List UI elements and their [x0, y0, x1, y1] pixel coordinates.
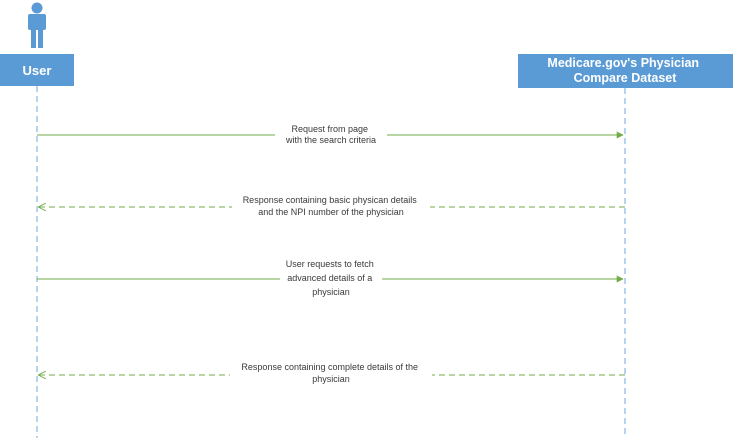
svg-text:Response containing complete d: Response containing complete details of …: [241, 362, 420, 384]
svg-text:Response containing basic phys: Response containing basic physican detai…: [243, 195, 420, 217]
svg-text:Medicare.gov's Physician: Medicare.gov's Physician Compare Dataset: [547, 56, 702, 85]
message-4-label-line-2: physician: [312, 374, 350, 384]
participant-dataset: Medicare.gov's Physician Compare Dataset: [518, 54, 733, 88]
svg-text:Request from page with: Request from page with the search criter…: [285, 124, 376, 145]
message-3-label-line-2: advanced details of a: [287, 273, 372, 283]
participant-dataset-label-line-2: Compare Dataset: [574, 71, 678, 85]
message-4-label-line-1: Response containing complete details of …: [241, 362, 418, 372]
message-1-label-line-2: with the search criteria: [285, 135, 376, 145]
participant-user-label: User: [23, 63, 52, 78]
participant-dataset-label-line-1: Medicare.gov's Physician: [547, 56, 699, 70]
message-1: Request from page with the search criter…: [37, 124, 624, 148]
message-3-label-line-1: User requests to fetch: [286, 259, 374, 269]
person-icon: [28, 2, 46, 48]
message-2-label-line-2: and the NPI number of the physician: [258, 207, 404, 217]
message-3: User requests to fetch advanced details …: [37, 258, 624, 298]
svg-text:User requests to fetch: User requests to fetch advanced details …: [286, 259, 377, 297]
message-2-label-line-1: Response containing basic physican detai…: [243, 195, 418, 205]
message-4: Response containing complete details of …: [39, 360, 625, 388]
message-1-label-line-1: Request from page: [291, 124, 368, 134]
message-3-label-line-3: physician: [312, 287, 350, 297]
message-2: Response containing basic physican detai…: [39, 195, 625, 221]
participant-user: User: [0, 54, 74, 86]
